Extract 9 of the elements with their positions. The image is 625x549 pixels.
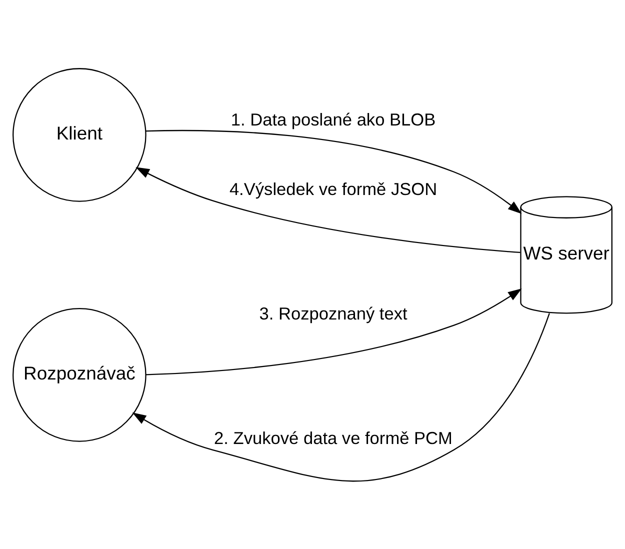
edge-label: 2. Zvukové data ve formě PCM	[214, 428, 452, 448]
edge-label: 4.Výsledek ve formě JSON	[229, 178, 438, 198]
arrow	[132, 312, 550, 482]
arrow	[136, 166, 520, 253]
node-circle: Klient	[12, 68, 146, 202]
arrow	[146, 288, 522, 375]
edge-label: 1. Data poslané ako BLOB	[230, 109, 436, 130]
edge-label: 3. Rozpoznaný text	[259, 303, 408, 324]
arrow	[146, 129, 522, 214]
